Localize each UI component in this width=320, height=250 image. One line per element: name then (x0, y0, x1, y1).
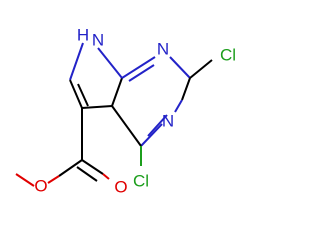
o-carbonyl-label: O (114, 178, 127, 197)
bond-ccarbonyl-ocarbonyl (81, 159, 104, 175)
bond-oester-methyl (15, 173, 35, 187)
bond-c7a-n1 (121, 56, 156, 79)
bond-c2-n3-blue (174, 99, 183, 113)
bond-c2-cl (189, 59, 213, 79)
bond-n1-c2 (169, 56, 191, 79)
bond-n7-c6 (69, 42, 84, 81)
bond-c7a-n1-double (128, 64, 155, 82)
bond-oester-red (47, 175, 60, 184)
bond-ccarbonyl-ocarbonyl-double (76, 166, 98, 182)
bond-c6-c5 (69, 79, 83, 109)
nh-hydrogen-label: H (77, 26, 89, 45)
cl-top-label: Cl (220, 46, 236, 65)
bond-c4a-c7a (111, 77, 123, 107)
atom-label-layer: H N N N Cl Cl O O (34, 26, 236, 197)
n1-label: N (157, 40, 169, 59)
bond-c5-c4a (81, 105, 113, 109)
bond-c4-c4a (111, 105, 142, 147)
molecule-structure: H N N N Cl Cl O O (15, 26, 236, 197)
bond-n3-c4 (140, 123, 163, 147)
bond-c2-n3-part (181, 77, 191, 101)
bond-c6-c5-double (77, 83, 89, 107)
n3-label: N (162, 112, 174, 131)
bond-c7a-n7 (97, 47, 123, 79)
bond-ocarbonyl-red (102, 173, 110, 180)
bond-ccarbonyl-oester (58, 159, 83, 177)
bond-n3-c4-double (147, 114, 168, 137)
molecule-canvas: H N N N Cl Cl O O (15, 26, 236, 197)
o-ester-label: O (34, 177, 47, 196)
cl-bottom-label: Cl (133, 172, 149, 191)
nh-nitrogen-label: N (92, 31, 104, 50)
bond-layer (15, 42, 213, 187)
